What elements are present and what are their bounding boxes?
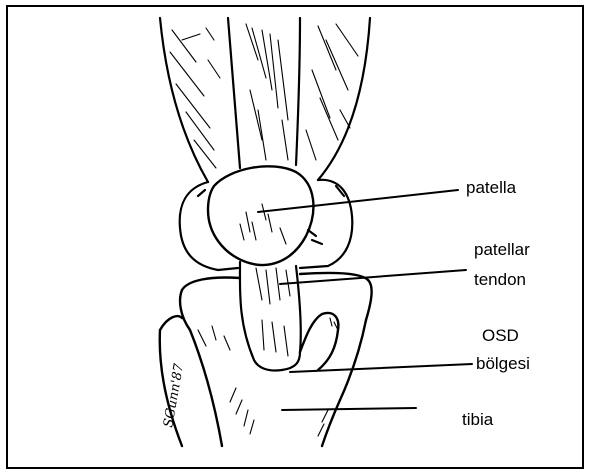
label-bolgesi: bölgesi bbox=[476, 354, 530, 374]
label-osd: OSD bbox=[482, 326, 519, 346]
quadriceps-muscles bbox=[160, 18, 370, 182]
leader-lines bbox=[258, 190, 472, 410]
label-tibia: tibia bbox=[462, 410, 493, 430]
tibia-shading bbox=[198, 318, 338, 436]
femoral-condyles bbox=[180, 180, 353, 270]
patellar-tendon bbox=[240, 262, 301, 371]
patella-bone bbox=[208, 166, 313, 265]
quadriceps-hatching bbox=[170, 24, 358, 168]
tendon-fibers bbox=[256, 268, 290, 356]
label-tendon: tendon bbox=[474, 270, 526, 290]
label-patellar: patellar bbox=[474, 240, 530, 260]
label-patella: patella bbox=[466, 178, 516, 198]
